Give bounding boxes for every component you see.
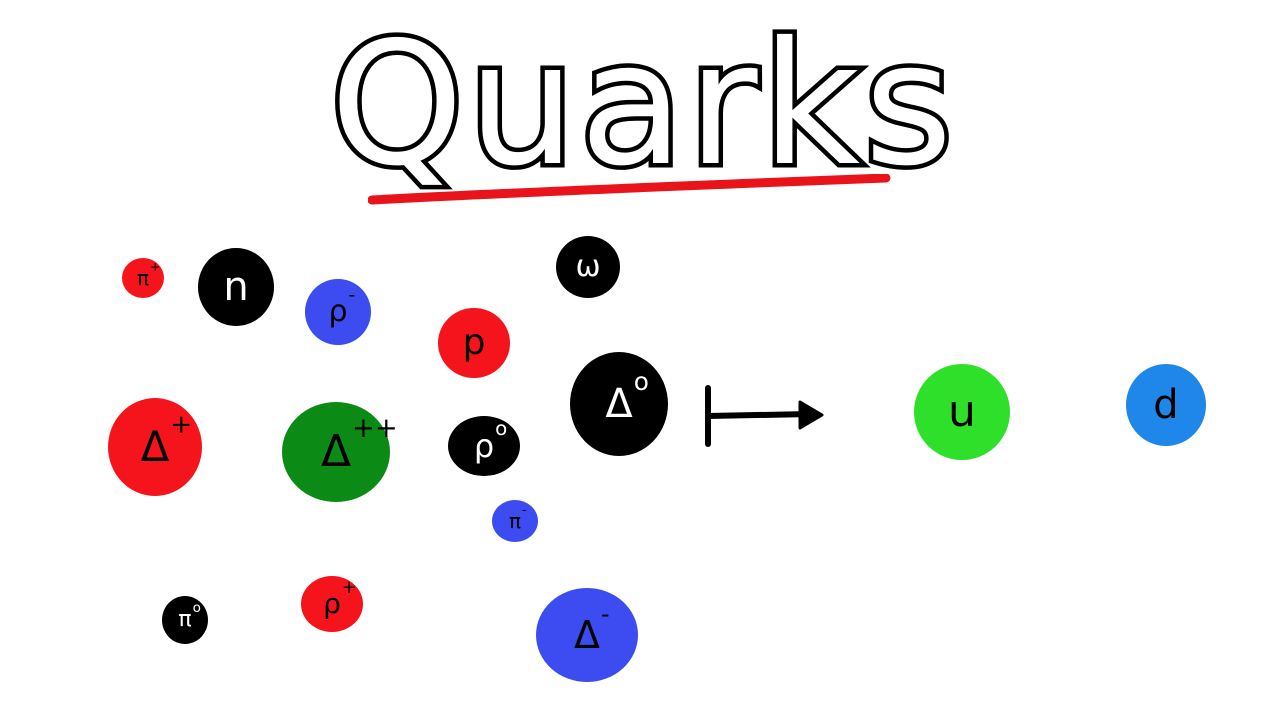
particle-rho-plus: ρ+: [301, 576, 363, 632]
particle-pi-plus: π+: [122, 258, 164, 298]
particle-pi-minus: π-: [492, 500, 538, 542]
particle-delta-plus: Δ+: [108, 398, 202, 496]
particle-delta-minus: Δ-: [536, 588, 638, 682]
particle-delta-plus-plus: Δ++: [282, 402, 398, 502]
quark-down: d: [1126, 364, 1206, 446]
particle-rho-minus: ρ-: [305, 279, 371, 345]
particle-proton: p: [438, 308, 510, 378]
particle-neutron: n: [198, 248, 274, 326]
quark-up: u: [914, 364, 1010, 460]
title-underline: [368, 174, 891, 205]
maps-to-arrow: [705, 385, 824, 447]
particle-omega: ω: [556, 236, 620, 298]
page-title: Quarks: [326, 6, 958, 205]
